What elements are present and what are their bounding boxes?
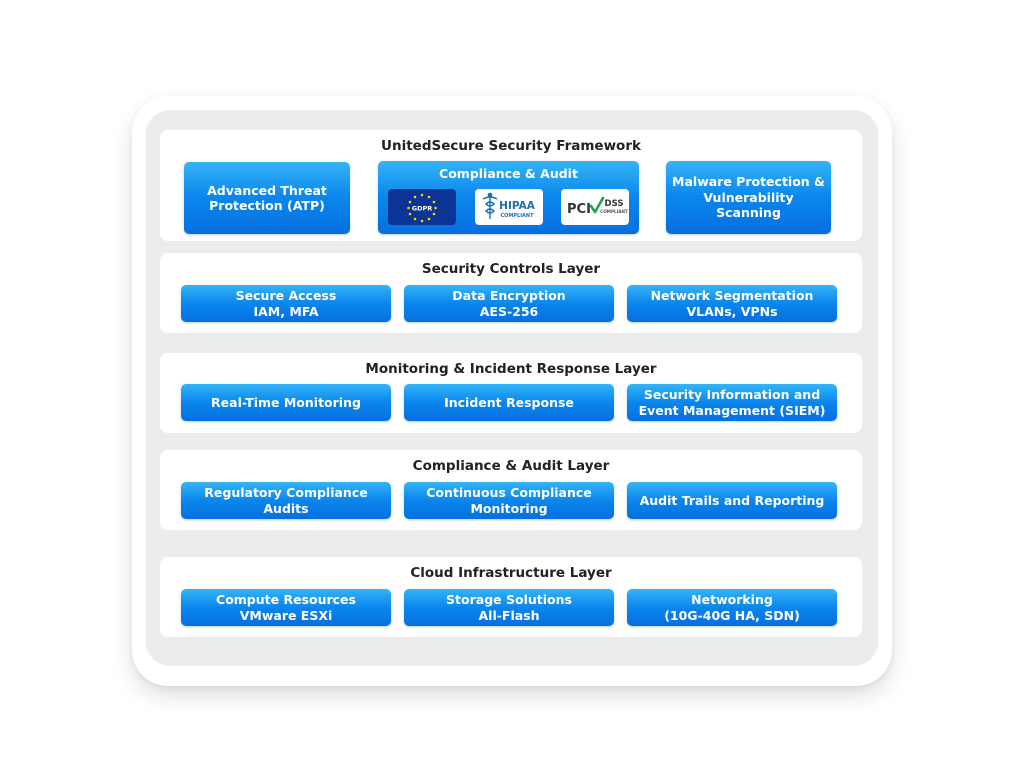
networking-box: Networking (10G-40G HA, SDN) — [627, 589, 837, 626]
atp-label-line-1: Advanced Threat — [207, 182, 327, 198]
gdpr-logo-text: GDPR — [412, 205, 433, 213]
compute-resources-box: Compute Resources VMware ESXi — [181, 589, 391, 626]
storage-solutions-line-1: Storage Solutions — [446, 592, 572, 607]
network-segmentation-line-2: VLANs, VPNs — [686, 303, 778, 319]
data-encryption-line-1: Data Encryption — [452, 288, 566, 303]
continuous-compliance-box: Continuous Compliance Monitoring — [404, 482, 614, 519]
networking-line-1: Networking — [691, 592, 773, 607]
siem-box: Security Information and Event Managemen… — [627, 384, 837, 421]
hipaa-logo: HIPAA COMPLIANT — [475, 189, 543, 225]
continuous-compliance-line-1: Continuous Compliance — [426, 485, 592, 500]
hipaa-logo-text: HIPAA — [499, 200, 536, 212]
storage-solutions-line-2: All-Flash — [478, 607, 540, 623]
siem-line-2: Event Management (SIEM) — [638, 402, 826, 418]
network-segmentation-box: Network Segmentation VLANs, VPNs — [627, 285, 837, 322]
compliance-logos: GDPR HIPAA COMPLIANT PCI DSS C — [386, 189, 631, 225]
continuous-compliance-line-2: Monitoring — [470, 500, 548, 516]
incident-response-label: Incident Response — [444, 394, 574, 410]
malware-box: Malware Protection & Vulnerability Scann… — [666, 161, 831, 234]
data-encryption-box: Data Encryption AES-256 — [404, 285, 614, 322]
regulatory-compliance-line-1: Regulatory Compliance — [204, 485, 368, 500]
caduceus-icon — [482, 192, 498, 219]
hipaa-logo-subtext: COMPLIANT — [500, 213, 534, 219]
checkmark-icon — [589, 196, 605, 214]
incident-response-box: Incident Response — [404, 384, 614, 421]
malware-label-line-2: Vulnerability — [703, 189, 794, 205]
real-time-monitoring-box: Real-Time Monitoring — [181, 384, 391, 421]
audit-trails-box: Audit Trails and Reporting — [627, 482, 837, 519]
atp-box: Advanced Threat Protection (ATP) — [184, 162, 350, 234]
regulatory-compliance-box: Regulatory Compliance Audits — [181, 482, 391, 519]
audit-trails-label: Audit Trails and Reporting — [639, 492, 825, 508]
networking-line-2: (10G-40G HA, SDN) — [664, 607, 800, 623]
atp-label-line-2: Protection (ATP) — [209, 198, 325, 213]
pci-logo-text: PCI — [567, 202, 591, 217]
pci-dss-logo: PCI DSS COMPLIANT — [561, 189, 629, 225]
pci-dss-text: DSS — [605, 199, 624, 209]
storage-solutions-box: Storage Solutions All-Flash — [404, 589, 614, 626]
security-controls-title: Security Controls Layer — [421, 261, 601, 277]
monitoring-title: Monitoring & Incident Response Layer — [365, 361, 657, 377]
malware-label-line-3: Scanning — [716, 205, 781, 221]
secure-access-box: Secure Access IAM, MFA — [181, 285, 391, 322]
cloud-infrastructure-title: Cloud Infrastructure Layer — [410, 565, 612, 581]
compute-resources-line-1: Compute Resources — [216, 592, 356, 607]
pci-dss-subtext: COMPLIANT — [600, 209, 628, 214]
compliance-audit-box: Compliance & Audit GDPR — [378, 161, 639, 234]
secure-access-line-2: IAM, MFA — [253, 303, 319, 319]
compliance-audit-layer-title: Compliance & Audit Layer — [412, 458, 610, 474]
compute-resources-line-2: VMware ESXi — [239, 607, 333, 623]
malware-label-line-1: Malware Protection & — [672, 174, 825, 190]
secure-access-line-1: Secure Access — [235, 288, 337, 303]
siem-line-1: Security Information and — [643, 387, 821, 402]
framework-title: UnitedSecure Security Framework — [381, 138, 641, 154]
real-time-monitoring-label: Real-Time Monitoring — [211, 394, 361, 410]
regulatory-compliance-line-2: Audits — [263, 500, 309, 516]
data-encryption-line-2: AES-256 — [479, 303, 539, 319]
compliance-audit-label: Compliance & Audit — [439, 166, 578, 181]
gdpr-logo: GDPR — [388, 189, 456, 225]
network-segmentation-line-1: Network Segmentation — [650, 288, 814, 303]
